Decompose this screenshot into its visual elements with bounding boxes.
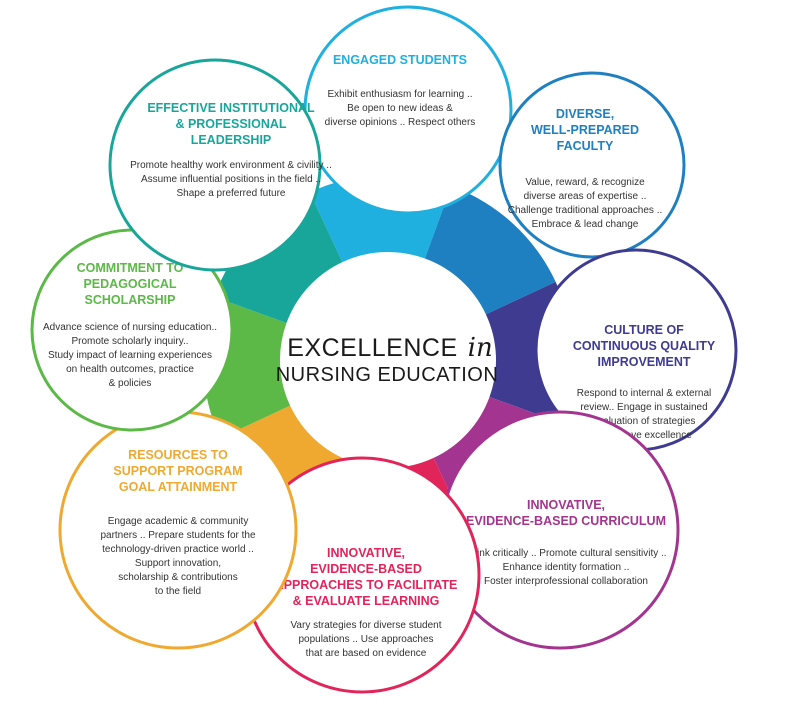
text-pedagogical-scholarship-3: on health outcomes, practice bbox=[66, 364, 194, 375]
component-quality-improvement: CULTURE OF CONTINUOUS QUALITY IMPROVEMENT R… bbox=[534, 248, 738, 452]
component-pedagogical-scholarship: COMMITMENT TO PEDAGOGICAL SCHOLARSHIP Advan… bbox=[30, 228, 234, 432]
center-title-line2: NURSING EDUCATION bbox=[276, 364, 499, 386]
text-innovative-curriculum-0: Think critically .. Promote cultural sen… bbox=[465, 548, 666, 559]
title-diverse-faculty-2: FACULTY bbox=[557, 139, 614, 153]
component-innovative-approaches: INNOVATIVE, EVIDENCE-BASED APPROACHES TO F… bbox=[243, 456, 481, 694]
text-engaged-students-2: diverse opinions .. Respect others bbox=[325, 117, 476, 128]
title-innovative-approaches-2: APPROACHES TO FACILITATE bbox=[275, 578, 458, 592]
title-innovative-curriculum-0: INNOVATIVE, bbox=[527, 498, 605, 512]
title-innovative-curriculum-1: EVIDENCE-BASED CURRICULUM bbox=[466, 514, 666, 528]
ring-segment-diverse-faculty bbox=[424, 186, 556, 315]
title-quality-improvement-0: CULTURE OF bbox=[604, 323, 684, 337]
text-pedagogical-scholarship-4: & policies bbox=[109, 378, 152, 389]
text-innovative-approaches-0: Vary strategies for diverse student bbox=[291, 620, 442, 631]
text-leadership-0: Promote healthy work environment & civil… bbox=[130, 160, 332, 171]
title-diverse-faculty-1: WELL-PREPARED bbox=[531, 123, 639, 137]
component-innovative-curriculum: INNOVATIVE, EVIDENCE-BASED CURRICULUM Thin… bbox=[440, 410, 680, 650]
title-innovative-approaches-3: & EVALUATE LEARNING bbox=[293, 594, 440, 608]
title-resources-0: RESOURCES TO bbox=[128, 448, 228, 462]
text-leadership-2: Shape a preferred future bbox=[177, 188, 286, 199]
text-innovative-approaches-2: that are based on evidence bbox=[306, 648, 427, 659]
title-pedagogical-scholarship-0: COMMITMENT TO bbox=[77, 261, 184, 275]
title-leadership-0: EFFECTIVE INSTITUTIONAL bbox=[147, 101, 315, 115]
title-resources-1: SUPPORT PROGRAM bbox=[113, 464, 242, 478]
circle-leadership bbox=[108, 58, 322, 272]
circle-innovative-curriculum bbox=[440, 410, 680, 650]
text-pedagogical-scholarship-2: Study impact of learning experiences bbox=[48, 350, 212, 361]
center-title-in: in bbox=[468, 333, 493, 363]
title-innovative-approaches-1: EVIDENCE-BASED bbox=[310, 562, 422, 576]
title-resources-2: GOAL ATTAINMENT bbox=[119, 480, 238, 494]
circle-diverse-faculty bbox=[498, 71, 686, 259]
text-innovative-curriculum-2: Foster interprofessional collaboration bbox=[484, 576, 648, 587]
title-leadership-1: & PROFESSIONAL bbox=[175, 117, 286, 131]
svg-text:EXCELLENCE in: EXCELLENCE in bbox=[287, 333, 492, 363]
text-pedagogical-scholarship-1: Promote scholarly inquiry.. bbox=[71, 336, 188, 347]
text-diverse-faculty-0: Value, reward, & recognize bbox=[525, 177, 645, 188]
text-quality-improvement-3: to achieve excellence bbox=[596, 430, 692, 441]
center-title: EXCELLENCE in NURSING EDUCATION bbox=[276, 333, 499, 386]
text-diverse-faculty-1: diverse areas of expertise .. bbox=[524, 191, 647, 202]
component-resources: RESOURCES TO SUPPORT PROGRAM GOAL ATTAINME… bbox=[58, 410, 298, 650]
component-leadership: EFFECTIVE INSTITUTIONAL & PROFESSIONAL LEA… bbox=[108, 58, 332, 272]
title-leadership-2: LEADERSHIP bbox=[191, 133, 272, 147]
text-engaged-students-0: Exhibit enthusiasm for learning .. bbox=[327, 89, 472, 100]
text-quality-improvement-0: Respond to internal & external bbox=[577, 388, 712, 399]
text-innovative-approaches-1: populations .. Use approaches bbox=[298, 634, 433, 645]
component-engaged-students: ENGAGED STUDENTS Exhibit enthusiasm for l… bbox=[303, 5, 513, 215]
text-innovative-curriculum-1: Enhance identity formation .. bbox=[503, 562, 630, 573]
text-resources-2: technology-driven practice world .. bbox=[102, 544, 254, 555]
text-pedagogical-scholarship-0: Advance science of nursing education.. bbox=[43, 322, 217, 333]
text-resources-4: scholarship & contributions bbox=[118, 572, 238, 583]
component-circles: ENGAGED STUDENTS Exhibit enthusiasm for l… bbox=[30, 5, 738, 694]
title-pedagogical-scholarship-2: SCHOLARSHIP bbox=[85, 293, 176, 307]
title-engaged-students-0: ENGAGED STUDENTS bbox=[333, 53, 467, 67]
text-resources-1: partners .. Prepare students for the bbox=[100, 530, 256, 541]
text-resources-0: Engage academic & community bbox=[108, 516, 249, 527]
text-engaged-students-1: Be open to new ideas & bbox=[347, 103, 453, 114]
center-title-line1: EXCELLENCE bbox=[287, 334, 457, 362]
title-quality-improvement-1: CONTINUOUS QUALITY bbox=[573, 339, 716, 353]
text-diverse-faculty-2: Challenge traditional approaches .. bbox=[508, 205, 663, 216]
title-quality-improvement-2: IMPROVEMENT bbox=[597, 355, 690, 369]
text-resources-5: to the field bbox=[155, 586, 201, 597]
text-quality-improvement-2: evaluation of strategies bbox=[593, 416, 696, 427]
ring-segment-leadership bbox=[214, 192, 343, 324]
text-resources-3: Support innovation, bbox=[135, 558, 221, 569]
title-diverse-faculty-0: DIVERSE, bbox=[556, 107, 614, 121]
text-diverse-faculty-3: Embrace & lead change bbox=[532, 219, 639, 230]
title-pedagogical-scholarship-1: PEDAGOGICAL bbox=[83, 277, 176, 291]
title-innovative-approaches-0: INNOVATIVE, bbox=[327, 546, 405, 560]
component-diverse-faculty: DIVERSE, WELL-PREPARED FACULTY Value, rewar… bbox=[498, 71, 686, 259]
text-leadership-1: Assume influential positions in the fiel… bbox=[141, 174, 321, 185]
text-quality-improvement-1: review.. Engage in sustained bbox=[580, 402, 707, 413]
